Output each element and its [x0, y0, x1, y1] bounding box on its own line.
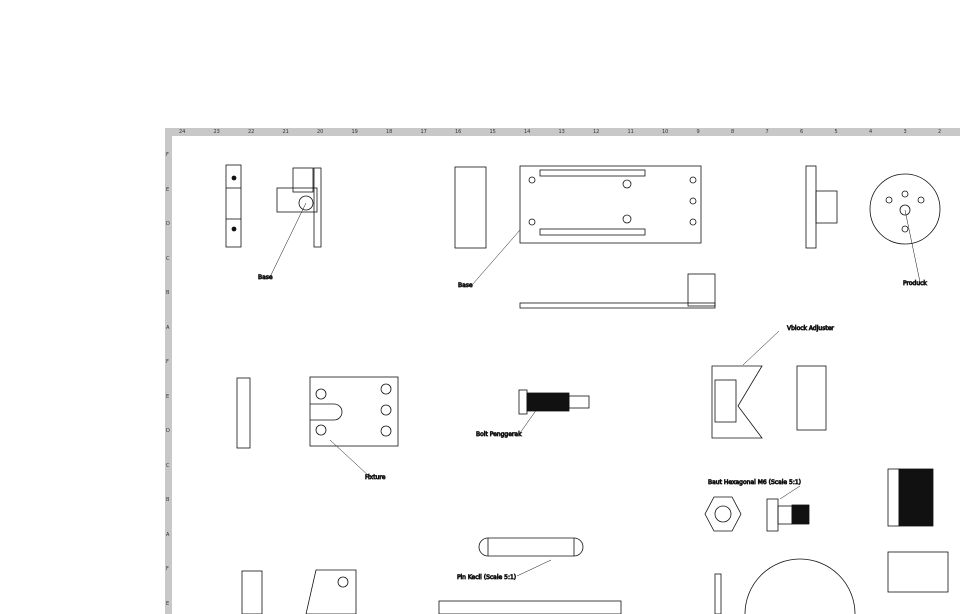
label-fixture: Fixture	[365, 474, 386, 481]
bottom-partial-parts[interactable]	[241, 558, 856, 614]
left-ruler[interactable]: F E D C B A F E D C B A F E	[165, 128, 172, 614]
vblock-adjuster-part[interactable]: Vblock Adjuster	[711, 325, 835, 439]
ruler-label: 19	[351, 129, 358, 135]
ruler-label: 12	[593, 129, 600, 135]
ruler-label: A	[166, 531, 170, 538]
ruler-label: D	[166, 221, 170, 227]
ruler-label: 24	[179, 129, 186, 135]
fixture-part[interactable]: Fixture	[236, 376, 399, 481]
ruler-label: F	[166, 359, 169, 365]
bolt-penggerak-part[interactable]: Bolt Penggerak	[476, 389, 590, 438]
threaded-part[interactable]	[887, 468, 949, 593]
ruler-label: 2	[938, 129, 942, 135]
label-baut-hexagonal: Baut Hexagonal M6 (Scale 5:1)	[708, 479, 801, 486]
ruler-label: 5	[834, 129, 838, 135]
ruler-label: 10	[662, 129, 669, 135]
ruler-label: 17	[420, 129, 427, 135]
ruler-label: E	[166, 600, 170, 607]
ruler-label: 21	[282, 129, 289, 135]
base-part-2[interactable]: Base	[454, 165, 716, 309]
ruler-label: 14	[524, 129, 531, 135]
ruler-label: 4	[869, 129, 873, 135]
ruler-label: C	[166, 255, 170, 262]
ruler-label: 6	[800, 129, 804, 135]
ruler-label: E	[166, 186, 170, 193]
ruler-label: B	[166, 497, 170, 503]
ruler-label: 9	[696, 129, 700, 135]
ruler-label: D	[166, 428, 170, 434]
label-base-2: Base	[458, 282, 473, 289]
ruler-label: 13	[558, 129, 565, 135]
top-ruler[interactable]: 24 23 22 21 20 19 18 17 16 15 14 13 12 11 10 9 8 7 6 5 4 3 2	[165, 128, 960, 136]
ruler-label: 22	[248, 129, 255, 135]
ruler-label: B	[166, 290, 170, 296]
ruler-label: 7	[765, 129, 769, 135]
ruler-label: 18	[386, 129, 393, 135]
base-part-1[interactable]: Base	[225, 164, 322, 281]
label-produck: Produck	[903, 280, 927, 287]
ruler-label: F	[166, 566, 169, 572]
ruler-label: 20	[317, 129, 324, 135]
label-pin-kecil: Pin Kecil (Scale 5:1)	[457, 574, 516, 581]
ruler-label: C	[166, 462, 170, 469]
produck-part[interactable]: Produck	[805, 165, 941, 287]
ruler-label: F	[166, 152, 169, 158]
ruler-label: 23	[213, 129, 220, 135]
pin-kecil-part[interactable]: Pin Kecil (Scale 5:1)	[457, 537, 584, 581]
label-vblock-adjuster: Vblock Adjuster	[787, 325, 834, 332]
ruler-label: 16	[455, 129, 462, 135]
ruler-label: 15	[489, 129, 496, 135]
ruler-label: E	[166, 393, 170, 400]
ruler-label: 8	[731, 129, 735, 135]
baut-hexagonal-part[interactable]: Baut Hexagonal M6 (Scale 5:1)	[704, 479, 810, 532]
label-base-1: Base	[258, 274, 273, 281]
ruler-label: 3	[903, 129, 907, 135]
ruler-label: 11	[627, 129, 634, 135]
ruler-label: A	[166, 324, 170, 331]
label-bolt-penggerak: Bolt Penggerak	[476, 431, 522, 438]
